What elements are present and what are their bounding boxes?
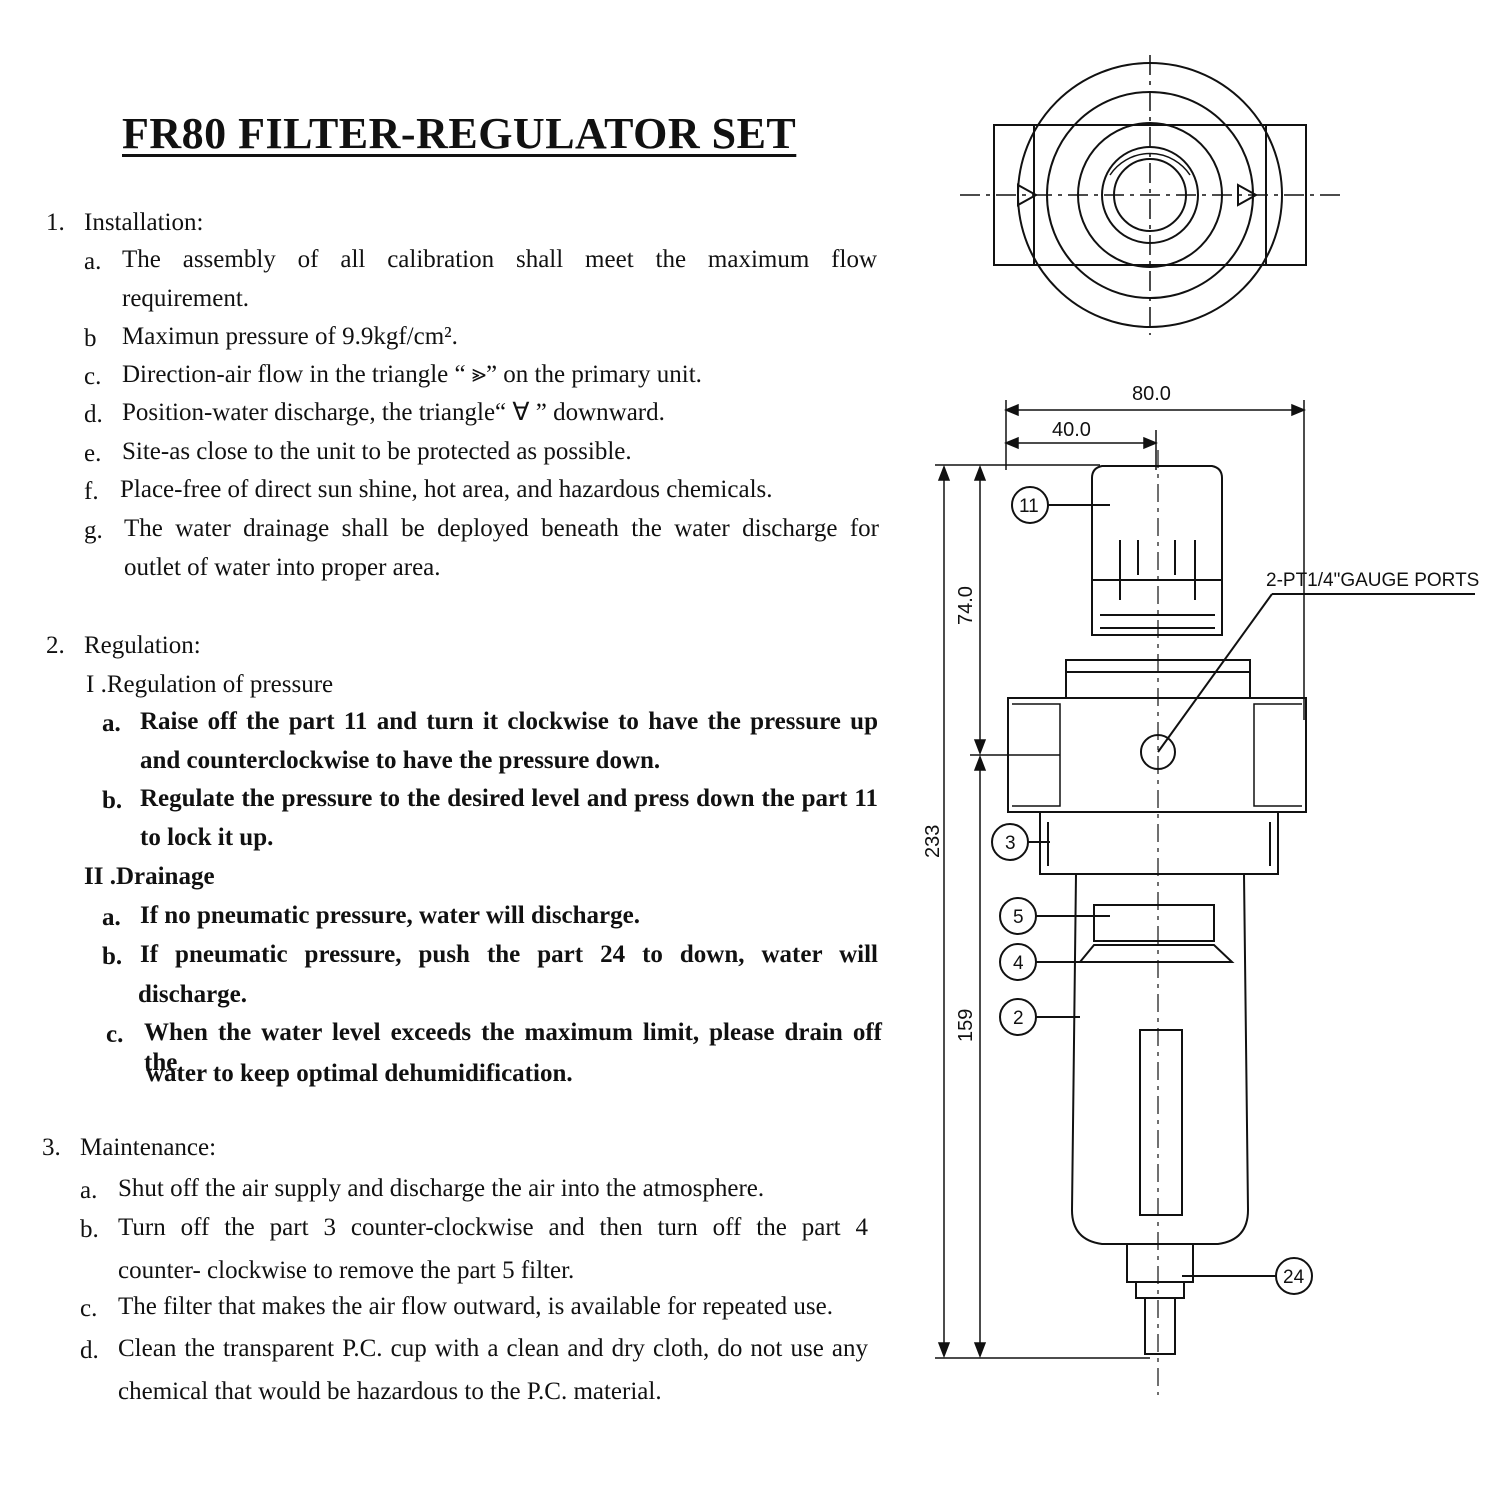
item-mark: b.	[102, 943, 123, 970]
item-mark: c.	[84, 363, 102, 390]
item-mark: c.	[106, 1021, 124, 1048]
installation-item-b: Maximun pressure of 9.9kgf/cm².	[122, 323, 458, 350]
drainage-item-c-line2: water to keep optimal dehumidification.	[146, 1060, 573, 1087]
subsection-heading-drainage: II .Drainage	[84, 863, 215, 890]
maintenance-item-b-line1: Turn off the part 3 counter-clockwise an…	[118, 1214, 868, 1241]
callout-2: 2	[1013, 1008, 1024, 1029]
section-number: 1.	[46, 209, 65, 236]
item-mark: b.	[80, 1216, 99, 1243]
document-title: FR80 FILTER-REGULATOR SET	[122, 109, 797, 158]
section-number: 3.	[42, 1134, 61, 1161]
gauge-ports-label: 2-PT1/4"GAUGE PORTS	[1266, 570, 1479, 591]
item-mark: f.	[84, 478, 99, 505]
item-mark: a.	[102, 710, 121, 737]
callout-11: 11	[1019, 496, 1039, 517]
section-heading-maintenance: Maintenance:	[80, 1134, 217, 1161]
dimension-159: 159	[955, 1009, 977, 1042]
regulation-item-b-line1: Regulate the pressure to the desired lev…	[140, 785, 878, 812]
side-view	[1007, 450, 1307, 1395]
callout-4: 4	[1013, 953, 1024, 974]
section-heading-regulation: Regulation:	[84, 632, 201, 659]
subsection-heading-pressure: I .Regulation of pressure	[86, 671, 334, 698]
installation-item-a-line2: requirement.	[122, 285, 250, 312]
item-mark: b.	[102, 787, 123, 814]
maintenance-item-d-line1: Clean the transparent P.C. cup with a cl…	[118, 1335, 868, 1362]
drainage-item-a: If no pneumatic pressure, water will dis…	[140, 902, 640, 929]
regulation-item-b-line2: to lock it up.	[140, 824, 274, 851]
item-mark: c.	[80, 1295, 98, 1322]
item-mark: a.	[102, 904, 121, 931]
drainage-item-c-line1: When the water level exceeds the maximum…	[144, 1019, 882, 1076]
drainage-item-b-line1: If pneumatic pressure, push the part 24 …	[140, 941, 878, 968]
item-mark: a.	[80, 1177, 98, 1204]
installation-item-c: Direction-air flow in the triangle “ ⪢” …	[122, 361, 702, 388]
maintenance-item-c: The filter that makes the air flow outwa…	[118, 1293, 833, 1320]
dimension-233: 233	[922, 825, 944, 858]
maintenance-item-a: Shut off the air supply and discharge th…	[118, 1175, 765, 1202]
item-mark: b	[84, 325, 97, 352]
installation-item-d: Position-water discharge, the triangle“ …	[122, 399, 665, 426]
item-mark: d.	[84, 401, 103, 428]
maintenance-item-b-line2: counter- clockwise to remove the part 5 …	[118, 1257, 575, 1284]
installation-item-g-line2: outlet of water into proper area.	[124, 554, 441, 581]
item-mark: d.	[80, 1337, 99, 1364]
installation-item-f: Place-free of direct sun shine, hot area…	[120, 476, 773, 503]
section-number: 2.	[46, 632, 65, 659]
dimension-lines	[935, 400, 1306, 1359]
item-mark: e.	[84, 440, 102, 467]
installation-item-a-line1: The assembly of all calibration shall me…	[122, 246, 877, 273]
installation-item-g-line1: The water drainage shall be deployed ben…	[124, 515, 879, 542]
dimension-80: 80.0	[1132, 383, 1171, 405]
callouts	[991, 486, 1475, 1295]
maintenance-item-d-line2: chemical that would be hazardous to the …	[118, 1378, 662, 1405]
callout-5: 5	[1013, 907, 1024, 928]
regulation-item-a-line2: and counterclockwise to have the pressur…	[140, 747, 661, 774]
top-view	[960, 55, 1340, 335]
dimension-74: 74.0	[955, 586, 977, 625]
item-mark: a.	[84, 248, 102, 275]
drainage-item-b-line2: discharge.	[138, 981, 248, 1008]
callout-3: 3	[1005, 833, 1016, 854]
dimension-40: 40.0	[1052, 419, 1091, 441]
regulation-item-a-line1: Raise off the part 11 and turn it clockw…	[140, 708, 878, 735]
installation-item-e: Site-as close to the unit to be protecte…	[122, 438, 632, 465]
item-mark: g.	[84, 517, 103, 544]
callout-24: 24	[1283, 1267, 1305, 1288]
section-heading-installation: Installation:	[84, 209, 204, 236]
